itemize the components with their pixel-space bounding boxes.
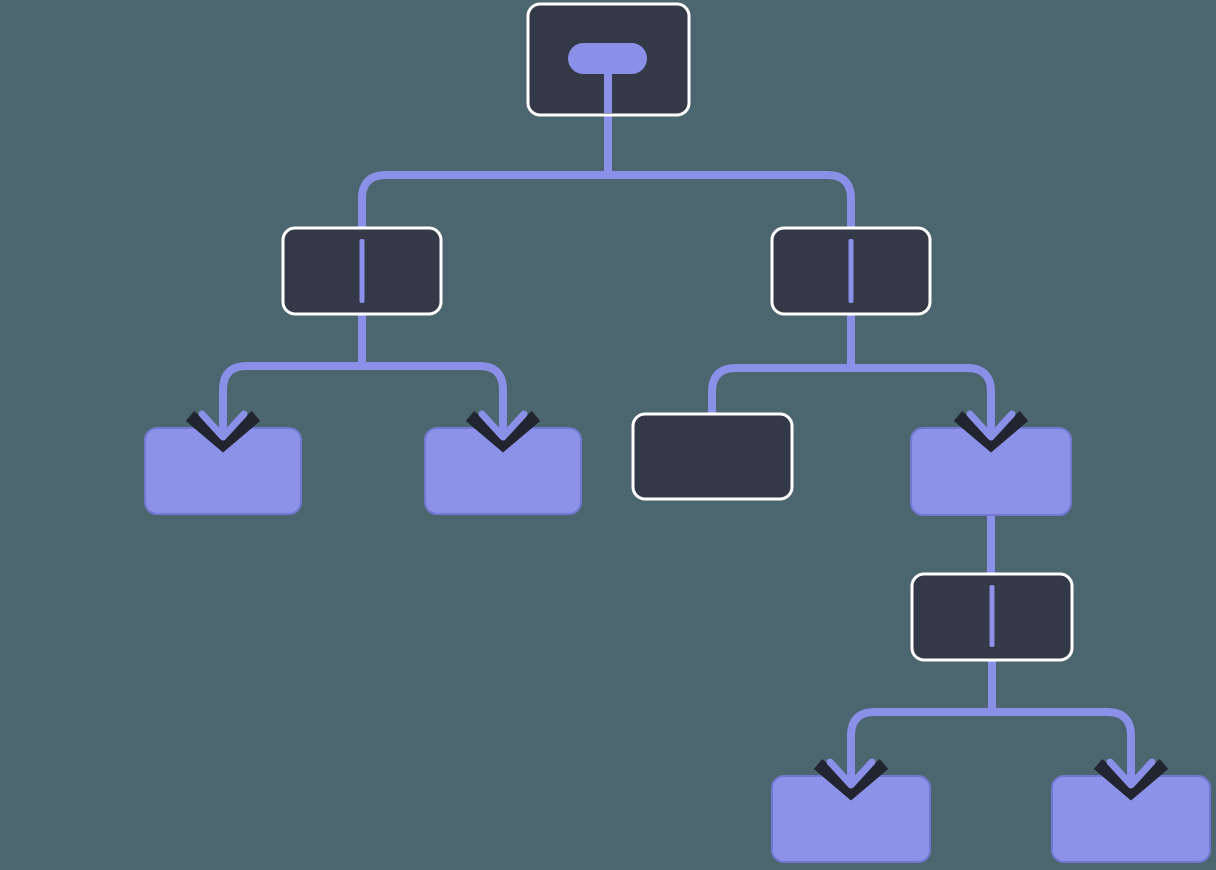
arrow-marker-node-right <box>953 390 1029 453</box>
node-root-pill-placeholder <box>568 43 647 74</box>
dark-chevron-icon <box>185 411 261 453</box>
node-branch-right[interactable] <box>770 226 932 316</box>
node-leaf-dark[interactable] <box>631 412 794 501</box>
nodes <box>144 2 1211 863</box>
node-root[interactable] <box>526 2 691 117</box>
node-root-pill-stem <box>604 70 612 113</box>
node-branch-right-bar <box>848 239 854 303</box>
dark-chevron-icon <box>465 411 541 453</box>
arrow-head-icon <box>966 410 1016 441</box>
dark-chevron-icon <box>813 759 889 801</box>
node-branch-bottom-bar <box>989 585 995 647</box>
arrow-markers <box>185 390 1169 801</box>
node-branch-left[interactable] <box>281 226 443 316</box>
node-branch-bottom[interactable] <box>910 572 1074 662</box>
arrow-marker-leaf-left-2 <box>465 390 541 453</box>
arrow-marker-leaf-left-1 <box>185 390 261 453</box>
dark-chevron-icon <box>1093 759 1169 801</box>
node-branch-left-bar <box>359 239 365 303</box>
arrow-marker-leaf-bottom-2 <box>1093 738 1169 801</box>
arrow-head-icon <box>478 410 528 441</box>
edges <box>219 115 1135 782</box>
dark-chevron-icon <box>953 411 1029 453</box>
edge-branch-right-to-children <box>708 364 995 434</box>
edge-root-to-branches <box>358 171 855 228</box>
edge-branch-bottom-to-leaves <box>847 708 1135 782</box>
arrow-marker-leaf-bottom-1 <box>813 738 889 801</box>
arrow-head-icon <box>826 758 876 789</box>
arrow-head-icon <box>1106 758 1156 789</box>
edge-branch-left-to-leaves <box>219 362 507 434</box>
arrow-head-icon <box>198 410 248 441</box>
